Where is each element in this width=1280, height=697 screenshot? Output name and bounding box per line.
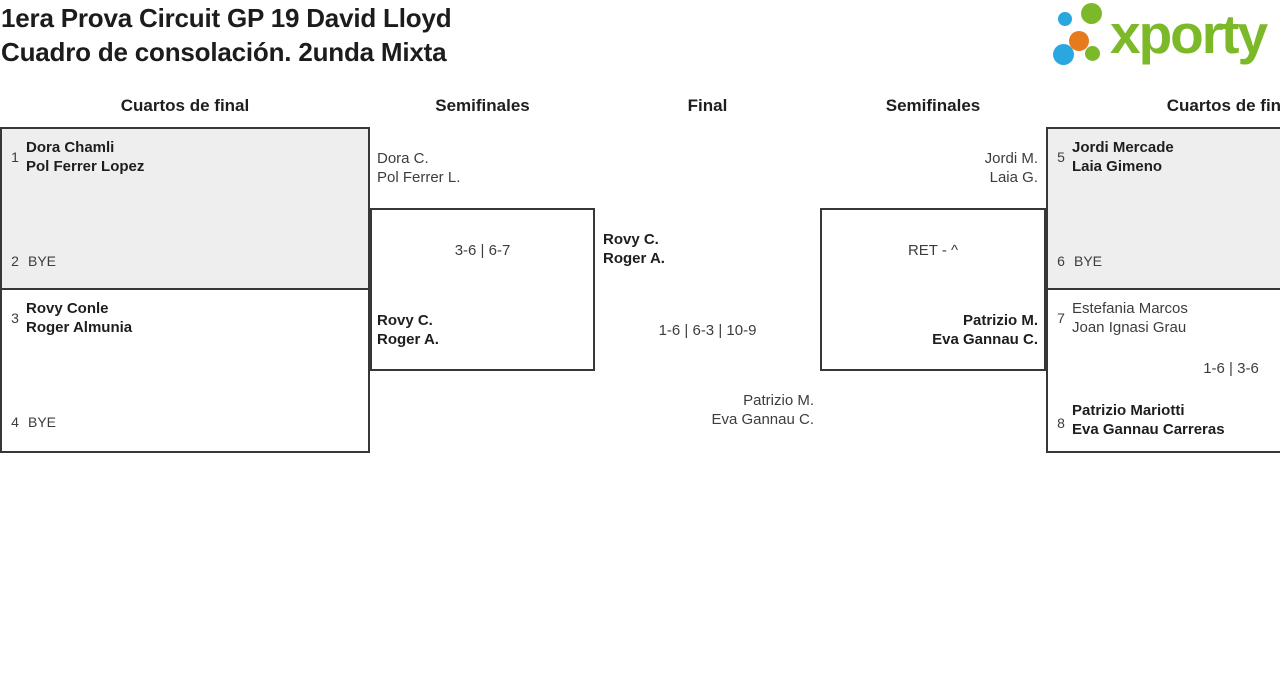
- bye-label: BYE: [28, 414, 57, 430]
- page-title-line2: Cuadro de consolación. 2unda Mixta: [1, 37, 447, 67]
- logo-dot-green-small-icon: [1085, 46, 1100, 61]
- player-name: Jordi M.: [984, 150, 1038, 167]
- player-name: Roger A.: [603, 250, 665, 267]
- final-score: 1-6 | 6-3 | 10-9: [658, 322, 757, 339]
- bye-label: BYE: [28, 253, 57, 269]
- player-name: Joan Ignasi Grau: [1072, 319, 1187, 336]
- player-name: Eva Gannau Carreras: [1072, 421, 1225, 438]
- logo-dot-green-large-icon: [1081, 3, 1102, 24]
- match-box-left-quarters-2: 3 Rovy Conle Roger Almunia 4 BYE: [0, 288, 370, 453]
- player-name: Rovy Conle: [26, 300, 109, 317]
- seed-number: 2: [11, 253, 19, 269]
- player-name: Dora Chamli: [26, 139, 115, 156]
- seed-number: 4: [11, 414, 19, 430]
- player-name: Eva Gannau C.: [711, 411, 814, 428]
- logo-dot-blue-small-icon: [1058, 12, 1072, 26]
- round-header-left-quarters: Cuartos de final: [120, 96, 250, 115]
- player-name: Pol Ferrer L.: [377, 169, 461, 186]
- team-final-bottom: Patrizio M. Eva Gannau C.: [711, 391, 814, 429]
- team-left-semi-top: Dora C. Pol Ferrer L.: [377, 149, 460, 187]
- bye-label: BYE: [1074, 253, 1103, 269]
- logo-wordmark: xporty: [1110, 3, 1268, 65]
- page-title-line1: 1era Prova Circuit GP 19 David Lloyd: [1, 3, 452, 33]
- team-left-semi-winner: Rovy C. Roger A.: [377, 311, 439, 349]
- logo-dot-blue-large-icon: [1053, 44, 1074, 65]
- xporty-logo[interactable]: xporty: [1050, 0, 1280, 78]
- match-box-right-semifinal: RET - ^ Patrizio M. Eva Gannau C.: [820, 208, 1046, 371]
- team-right-semi-top: Jordi M. Laia G.: [985, 149, 1038, 187]
- player-name: Rovy C.: [603, 231, 659, 248]
- team-right-semi-winner: Patrizio M. Eva Gannau C.: [932, 311, 1038, 349]
- team-final-top: Rovy C. Roger A.: [603, 230, 665, 268]
- player-name: Estefania Marcos: [1072, 300, 1188, 317]
- player-name: Pol Ferrer Lopez: [26, 158, 145, 175]
- team-dora-pol: Dora Chamli Pol Ferrer Lopez: [26, 138, 144, 176]
- player-name: Patrizio M.: [743, 392, 814, 409]
- round-header-right-quarters: Cuartos de final: [1166, 96, 1280, 115]
- player-name: Laia Gimeno: [1072, 158, 1163, 175]
- player-name: Laia G.: [989, 169, 1038, 186]
- match-score: 3-6 | 6-7: [454, 242, 511, 259]
- match-box-right-quarters-2: 7 Estefania Marcos Joan Ignasi Grau 1-6 …: [1046, 288, 1280, 453]
- team-jordi-laia: Jordi Mercade Laia Gimeno: [1072, 138, 1174, 176]
- player-name: Jordi Mercade: [1072, 139, 1174, 156]
- match-score: 1-6 | 3-6: [1203, 360, 1259, 377]
- match-box-right-quarters-1: 5 Jordi Mercade Laia Gimeno 6 BYE: [1046, 127, 1280, 290]
- round-header-final: Final: [687, 96, 728, 115]
- round-header-left-semis: Semifinales: [435, 96, 530, 115]
- seed-number: 6: [1057, 253, 1065, 269]
- match-score: RET - ^: [907, 242, 959, 259]
- logo-dot-orange-icon: [1069, 31, 1089, 51]
- seed-number: 1: [11, 149, 19, 165]
- player-name: Roger A.: [377, 331, 439, 348]
- player-name: Patrizio Mariotti: [1072, 402, 1185, 419]
- team-rovy-roger: Rovy Conle Roger Almunia: [26, 299, 132, 337]
- match-box-left-semifinal: 3-6 | 6-7 Rovy C. Roger A.: [370, 208, 595, 371]
- team-estefania-joan: Estefania Marcos Joan Ignasi Grau: [1072, 299, 1188, 337]
- player-name: Rovy C.: [377, 312, 433, 329]
- seed-number: 5: [1057, 149, 1065, 165]
- seed-number: 8: [1057, 415, 1065, 431]
- team-patrizio-eva: Patrizio Mariotti Eva Gannau Carreras: [1072, 401, 1225, 439]
- player-name: Dora C.: [377, 150, 429, 167]
- player-name: Roger Almunia: [26, 319, 133, 336]
- seed-number: 7: [1057, 310, 1065, 326]
- player-name: Eva Gannau C.: [932, 331, 1038, 348]
- match-box-left-quarters-1: 1 Dora Chamli Pol Ferrer Lopez 2 BYE: [0, 127, 370, 290]
- round-header-right-semis: Semifinales: [885, 96, 981, 115]
- player-name: Patrizio M.: [962, 312, 1038, 329]
- seed-number: 3: [11, 310, 19, 326]
